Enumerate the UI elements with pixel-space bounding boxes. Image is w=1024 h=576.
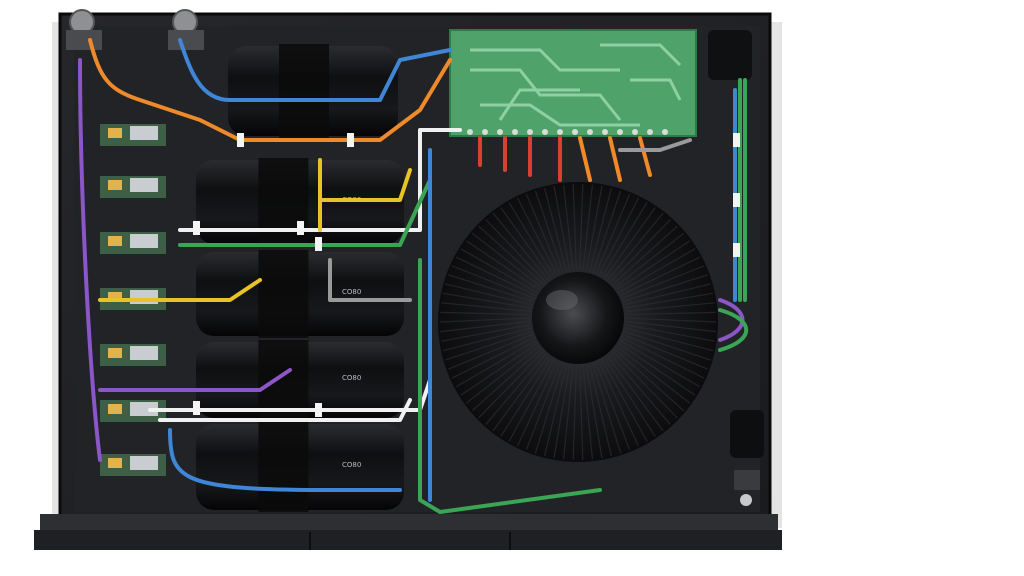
pcb-board xyxy=(449,29,697,137)
wiring-harness xyxy=(78,38,749,514)
power-switch xyxy=(734,470,760,490)
capacitor: CO80 xyxy=(196,340,404,420)
cable-tie xyxy=(315,403,322,417)
control-pcb xyxy=(449,29,697,137)
cable-tie xyxy=(733,243,740,257)
toroid-center-hole xyxy=(532,272,624,364)
cable-tie xyxy=(193,401,200,415)
capacitor: CO80 xyxy=(196,250,404,338)
connector-block xyxy=(66,30,102,50)
cable-tie xyxy=(347,133,354,147)
cable-tie xyxy=(237,133,244,147)
cable-tie xyxy=(733,133,740,147)
cable-tie xyxy=(193,221,200,235)
toroid-highlight xyxy=(546,290,578,310)
connector-block xyxy=(168,30,204,50)
amplifier-module xyxy=(100,344,166,366)
amplifier-module xyxy=(100,400,166,422)
amplifier-module xyxy=(100,232,166,254)
cable-tie xyxy=(297,221,304,235)
amplifier-module xyxy=(100,454,166,476)
cable-tie xyxy=(315,237,322,251)
front-panel-lip xyxy=(40,514,778,532)
amplifier-module xyxy=(100,176,166,198)
filter-block xyxy=(730,410,764,458)
iec-power-inlet xyxy=(708,30,752,80)
capacitor-label: CO80 xyxy=(342,374,361,382)
toroid-winding xyxy=(439,184,717,460)
amplifier-module xyxy=(100,124,166,146)
pcb-traces xyxy=(467,43,682,135)
mains-filter xyxy=(730,410,764,506)
toroidal-transformer xyxy=(438,182,718,462)
capacitor-label: CO80 xyxy=(342,461,361,469)
capacitor xyxy=(228,44,398,138)
led-indicator xyxy=(740,494,752,506)
capacitor-label: CO80 xyxy=(342,288,361,296)
cable-tie xyxy=(733,193,740,207)
front-panel xyxy=(34,530,782,550)
capacitor: CO80 xyxy=(196,422,404,512)
